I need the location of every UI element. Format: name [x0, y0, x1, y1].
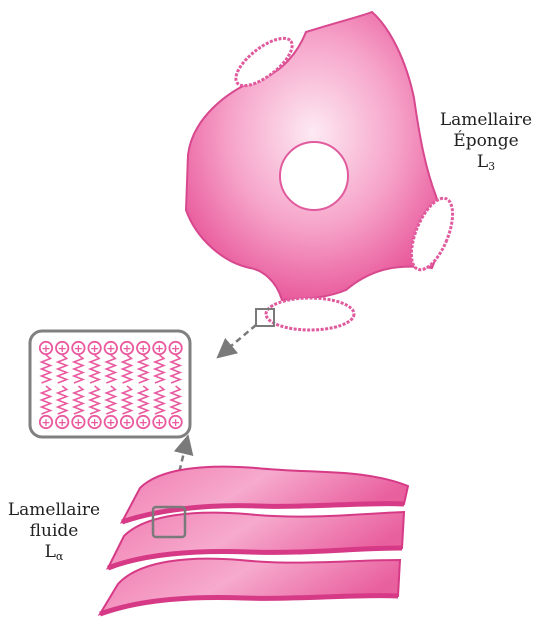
sponge-ring-bottom — [266, 298, 354, 330]
label-fluid-symbol-main: L — [45, 542, 56, 562]
svg-text:+: + — [139, 416, 148, 429]
lipid-head-bottom: + — [105, 416, 117, 429]
lamellar-stack — [100, 467, 408, 614]
svg-text:+: + — [122, 342, 131, 355]
svg-text:+: + — [139, 342, 148, 355]
label-sponge-symbol-main: L — [477, 152, 488, 172]
lipid-head-bottom: + — [72, 416, 84, 429]
lipid-head-top: + — [153, 342, 165, 355]
lipid-head-top: + — [169, 342, 181, 355]
lipid-head-top: + — [137, 342, 149, 355]
lipid-head-top: + — [72, 342, 84, 355]
label-fluid-line2: fluide — [2, 521, 106, 542]
svg-text:+: + — [74, 342, 83, 355]
label-lamellar-fluid: Lamellaire fluide Lα — [2, 500, 106, 567]
label-lamellar-sponge: Lamellaire Éponge L3 — [436, 110, 536, 177]
svg-text:+: + — [74, 416, 83, 429]
lipid-head-top: + — [121, 342, 133, 355]
label-fluid-line1: Lamellaire — [2, 500, 106, 521]
label-sponge-symbol: L3 — [436, 152, 536, 177]
svg-text:+: + — [106, 416, 115, 429]
svg-text:+: + — [41, 342, 50, 355]
lipid-head-top: + — [105, 342, 117, 355]
bilayer-inset: + + + + + + + + + + + + + + + + + + — [30, 331, 190, 437]
lipid-head-top: + — [88, 342, 100, 355]
label-fluid-symbol: Lα — [2, 542, 106, 567]
label-sponge-line1: Lamellaire — [436, 110, 536, 131]
label-fluid-symbol-subscript: α — [56, 550, 63, 563]
sponge-phase — [186, 12, 461, 330]
lipid-head-bottom: + — [56, 416, 68, 429]
zoom-arrow-sponge — [224, 325, 256, 352]
lipid-head-bottom: + — [40, 416, 52, 429]
svg-text:+: + — [171, 342, 180, 355]
svg-text:+: + — [122, 416, 131, 429]
svg-text:+: + — [171, 416, 180, 429]
lamellar-sheet-bottom — [100, 559, 400, 614]
svg-text:+: + — [90, 342, 99, 355]
lipid-head-bottom: + — [153, 416, 165, 429]
svg-text:+: + — [106, 342, 115, 355]
svg-text:+: + — [58, 342, 67, 355]
lipid-head-bottom: + — [88, 416, 100, 429]
label-sponge-line2: Éponge — [436, 131, 536, 152]
svg-text:+: + — [90, 416, 99, 429]
lipid-head-bottom: + — [169, 416, 181, 429]
svg-text:+: + — [58, 416, 67, 429]
svg-text:+: + — [41, 416, 50, 429]
lipid-head-top: + — [56, 342, 68, 355]
sponge-central-hole — [280, 142, 348, 210]
lipid-head-top: + — [40, 342, 52, 355]
svg-text:+: + — [155, 416, 164, 429]
lipid-head-bottom: + — [137, 416, 149, 429]
label-sponge-symbol-subscript: 3 — [488, 160, 495, 173]
svg-text:+: + — [155, 342, 164, 355]
lipid-head-bottom: + — [121, 416, 133, 429]
